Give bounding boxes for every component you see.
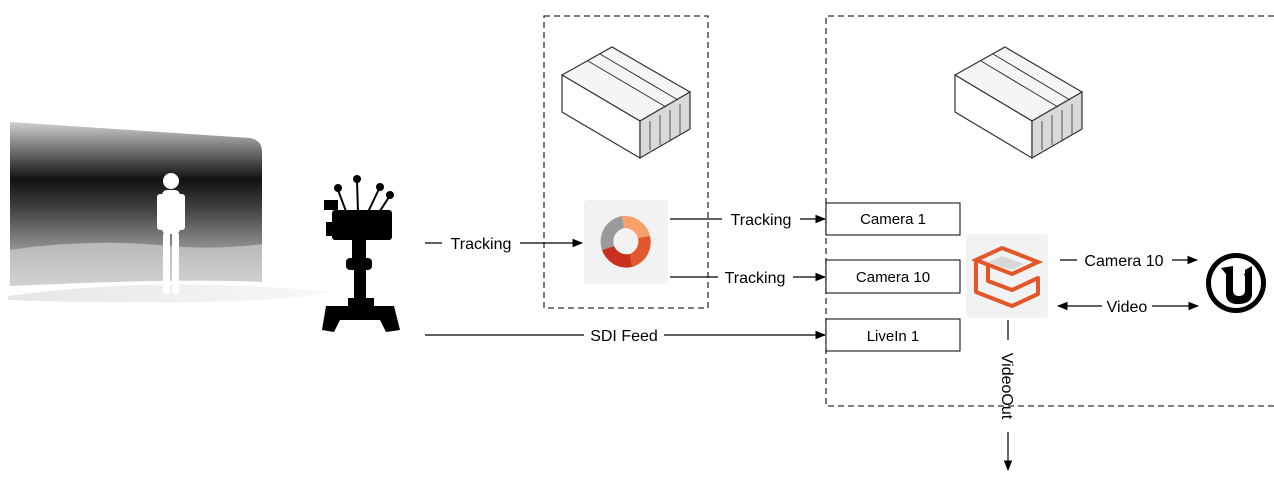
connector-tracking-app-to-camera1: Tracking	[670, 212, 827, 229]
svg-text:4: 4	[1244, 269, 1249, 279]
green-screen-studio-icon	[8, 122, 330, 303]
connector-label-tracking: Tracking	[451, 236, 512, 253]
server-icon	[953, 46, 1084, 160]
connector-camera-to-tracking-app: Tracking	[425, 236, 584, 253]
livein1-box-label: LiveIn 1	[867, 328, 920, 345]
connector-label-video: Video	[1107, 299, 1148, 316]
tracking-software-logo-icon	[584, 200, 668, 284]
person-silhouette	[157, 173, 185, 294]
camera10-box-label: Camera 10	[856, 269, 930, 286]
camera10-box	[825, 259, 961, 294]
connector-camera-to-livein1: SDI Feed	[425, 328, 827, 345]
connector-tracking-app-to-camera10: Tracking	[670, 270, 827, 287]
connector-label-tracking: Tracking	[731, 212, 792, 229]
compositor-logo-icon	[966, 234, 1048, 318]
camera1-box-label: Camera 1	[860, 211, 926, 228]
connector-compositor-engine-video: Video	[1056, 299, 1200, 316]
connector-label-videoout: VideoOut	[998, 353, 1015, 420]
tracked-camera-icon	[322, 175, 400, 332]
connector-label-sdi-feed: SDI Feed	[590, 328, 658, 345]
unreal-engine-4-logo-icon: 4	[1206, 253, 1266, 313]
connector-label-tracking: Tracking	[725, 270, 786, 287]
server-icon	[560, 46, 692, 160]
connector-compositor-to-engine-camera10: Camera 10	[1060, 253, 1199, 270]
connector-compositor-video-out: VideoOut	[998, 320, 1015, 472]
camera1-box	[825, 202, 961, 236]
tracking-server-group	[543, 15, 709, 309]
connector-label-camera-10: Camera 10	[1084, 253, 1163, 270]
